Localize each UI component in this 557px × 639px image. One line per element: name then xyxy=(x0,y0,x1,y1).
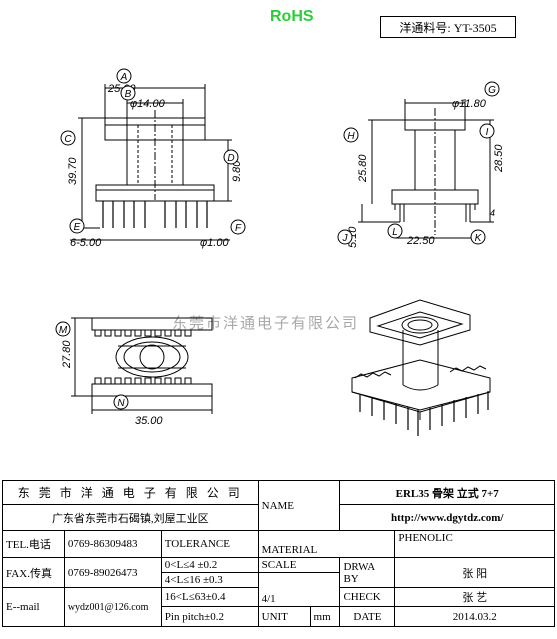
dim-i-value: 28.50 xyxy=(493,144,505,173)
pin-pitch-tolerance: Pin pitch±0.2 xyxy=(160,606,259,627)
dim-f-value: φ1.00 xyxy=(200,237,229,249)
drawn-by-label: DRWA BY xyxy=(339,557,396,588)
callout-j-icon xyxy=(337,229,353,245)
callout-a-icon xyxy=(116,68,132,84)
email-value: wydz001@126.com xyxy=(63,587,162,627)
scale-value: 4/1 xyxy=(257,572,341,607)
scale-label: SCALE xyxy=(257,557,341,573)
email-label: E--mail xyxy=(2,587,65,627)
callout-l-icon xyxy=(387,223,403,239)
part-number-box: 洋通料号: YT-3505 xyxy=(380,16,516,38)
callout-n-icon xyxy=(113,394,129,410)
callout-n-letter: N xyxy=(117,398,125,409)
date-value: 2014.03.2 xyxy=(394,606,555,627)
fax-label: FAX.传真 xyxy=(2,557,65,588)
material-label: MATERIAL xyxy=(257,530,396,558)
callout-d-icon xyxy=(223,149,239,165)
product-name: ERL35 骨架 立式 7+7 xyxy=(339,480,555,505)
unit-label: UNIT xyxy=(257,606,311,627)
fax-value: 0769-89026473 xyxy=(63,557,162,588)
company-name: 东 莞 市 洋 通 电 子 有 限 公 司 xyxy=(2,480,259,505)
callout-g-icon xyxy=(484,81,500,97)
dim-l-value: 22.50 xyxy=(406,235,435,247)
callout-i-letter: I xyxy=(486,127,489,138)
dim-k-value: 4 xyxy=(490,208,495,218)
company-url[interactable]: http://www.dgytdz.com/ xyxy=(339,504,555,531)
dim-n-value: 35.00 xyxy=(135,415,163,427)
dim-m-value: 27.80 xyxy=(61,340,73,369)
callout-l-letter: L xyxy=(392,227,398,238)
callout-c-letter: C xyxy=(64,134,72,145)
callout-a-letter: A xyxy=(120,72,128,83)
callout-i-icon xyxy=(479,123,495,139)
dim-c-value: 39.70 xyxy=(67,157,79,185)
material-value: PHENOLIC xyxy=(394,530,555,558)
company-address: 广东省东莞市石碣镇,刘屋工业区 xyxy=(2,504,259,531)
date-label: DATE xyxy=(339,606,396,627)
unit-value: mm xyxy=(309,606,341,627)
callout-m-icon xyxy=(55,321,71,337)
rohs-label: RoHS xyxy=(270,8,314,25)
name-label: NAME xyxy=(257,480,341,531)
bottom-view xyxy=(71,317,213,414)
callout-h-icon xyxy=(343,127,359,143)
callout-g-letter: G xyxy=(488,85,496,96)
technical-drawing: 25.00 φ14.00 39.70 9.80 6-5.00 φ1.00 φ11… xyxy=(55,68,505,436)
watermark: 东莞市洋通电子有限公司 xyxy=(172,314,360,332)
isometric-view xyxy=(351,299,491,436)
dim-e-value: 6-5.00 xyxy=(70,237,102,249)
callout-f-icon xyxy=(230,219,246,235)
tel-value: 0769-86309483 xyxy=(63,530,162,558)
check-value: 张 艺 xyxy=(394,587,555,607)
callout-m-letter: M xyxy=(59,325,68,336)
tolerance-range-2: 4<L≤16 ±0.3 xyxy=(160,572,259,588)
drawn-by-value: 张 阳 xyxy=(394,557,555,588)
callout-b-icon xyxy=(120,85,136,101)
callout-e-icon xyxy=(69,218,85,234)
callout-b-letter: B xyxy=(125,89,132,100)
title-block: 东 莞 市 洋 通 电 子 有 限 公 司 NAME ERL35 骨架 立式 7… xyxy=(2,480,555,627)
dim-g-value: φ11.80 xyxy=(452,98,487,110)
side-view xyxy=(358,99,494,239)
callout-c-icon xyxy=(60,130,76,146)
callout-j-letter: J xyxy=(342,233,349,244)
tolerance-label: TOLERANCE xyxy=(160,530,259,558)
callout-f-letter: F xyxy=(235,223,242,234)
callout-d-letter: D xyxy=(227,153,234,164)
tel-label: TEL.电话 xyxy=(2,530,65,558)
front-view xyxy=(70,84,232,241)
callout-k-icon xyxy=(470,229,486,245)
tolerance-range-1: 0<L≤4 ±0.2 xyxy=(160,557,259,573)
dim-b-value: φ14.00 xyxy=(130,98,166,110)
tolerance-range-3: 16<L≤63±0.4 xyxy=(160,587,259,607)
check-label: CHECK xyxy=(339,587,396,607)
callout-k-letter: K xyxy=(475,233,483,244)
dim-d-value: 9.80 xyxy=(231,160,243,182)
dim-h-value: 25.80 xyxy=(357,154,369,183)
callout-h-letter: H xyxy=(347,131,355,142)
callout-e-letter: E xyxy=(74,222,81,233)
